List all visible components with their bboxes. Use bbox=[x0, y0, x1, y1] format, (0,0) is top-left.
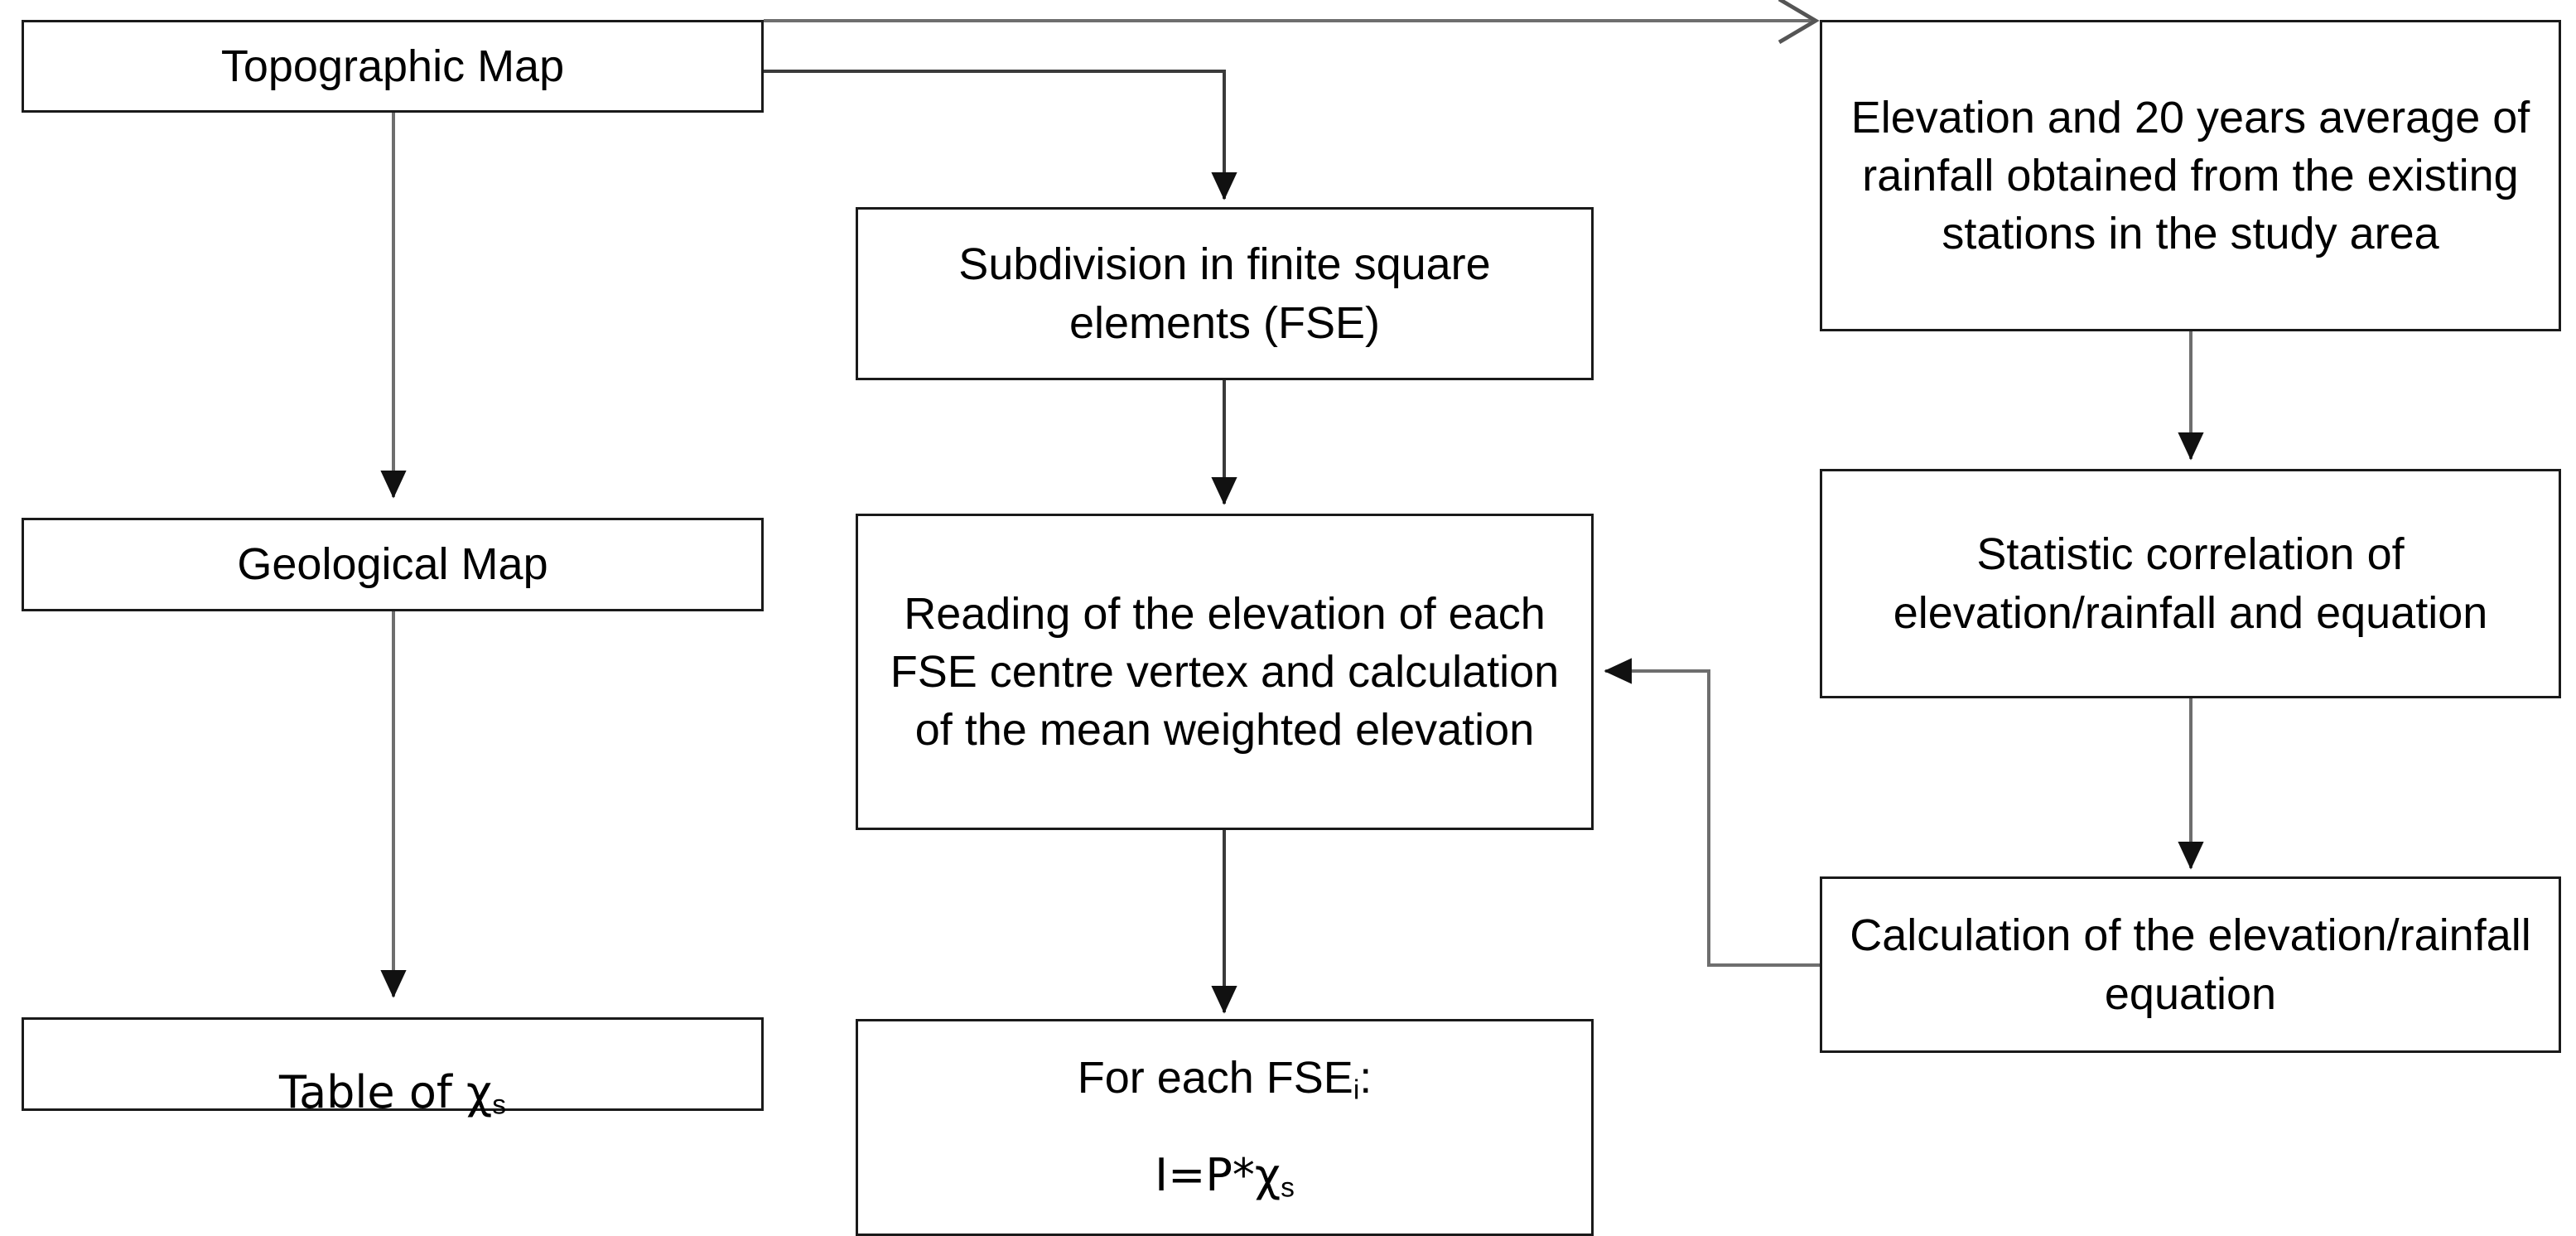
node-table-of-chi-s[interactable]: Table of χs bbox=[22, 1017, 764, 1120]
node-elevation-rainfall-data-label: Elevation and 20 years average of rainfa… bbox=[1850, 92, 2530, 259]
node-statistic-correlation-label: Statistic correlation of elevation/rainf… bbox=[1893, 529, 2488, 638]
node-geological-map[interactable]: Geological Map bbox=[22, 518, 764, 611]
node-table-of-chi-s-label: Table of χ bbox=[279, 1065, 493, 1118]
node-reading-elevation-label: Reading of the elevation of each FSE cen… bbox=[890, 588, 1560, 756]
node-subdivision-fse-label: Subdivision in finite square elements (F… bbox=[958, 239, 1491, 348]
node-reading-elevation[interactable]: Reading of the elevation of each FSE cen… bbox=[856, 514, 1594, 830]
node-table-of-chi-s-subscript: s bbox=[492, 1089, 506, 1121]
edge-calculation-to-reading bbox=[1604, 658, 1820, 967]
node-for-each-fse[interactable]: For each FSEi: I=P*χs bbox=[856, 1019, 1594, 1236]
node-for-each-fse-line1: For each FSEi: bbox=[1077, 1053, 1372, 1106]
node-topographic-map-label: Topographic Map bbox=[220, 41, 565, 91]
node-subdivision-fse[interactable]: Subdivision in finite square elements (F… bbox=[856, 207, 1594, 380]
edge-topographic-to-subdivision bbox=[764, 70, 1237, 200]
node-for-each-fse-line2: I=P*χs bbox=[1155, 1149, 1295, 1204]
node-topographic-map[interactable]: Topographic Map bbox=[22, 20, 764, 113]
node-statistic-correlation[interactable]: Statistic correlation of elevation/rainf… bbox=[1820, 469, 2561, 698]
node-elevation-rainfall-data[interactable]: Elevation and 20 years average of rainfa… bbox=[1820, 20, 2561, 331]
node-calculation-equation-label: Calculation of the elevation/rainfall eq… bbox=[1850, 910, 2531, 1019]
node-geological-map-label: Geological Map bbox=[237, 539, 548, 590]
node-calculation-equation[interactable]: Calculation of the elevation/rainfall eq… bbox=[1820, 876, 2561, 1053]
